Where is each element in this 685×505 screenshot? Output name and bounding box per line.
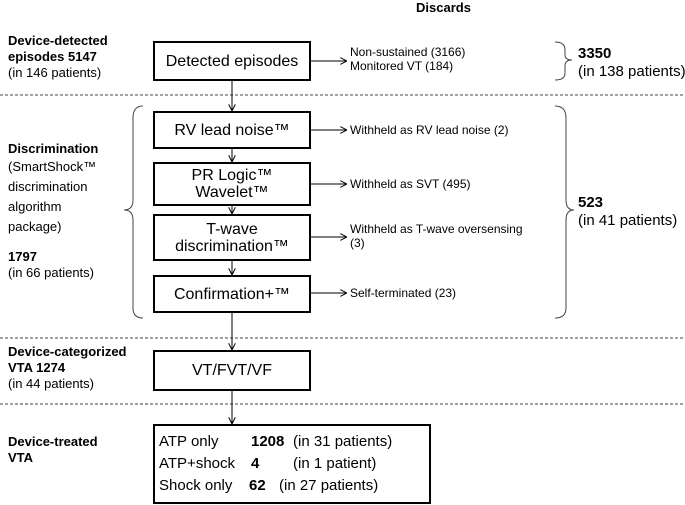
rv-lead-noise-box: RV lead noise™ xyxy=(153,111,311,149)
discard-total-first-sub: (in 138 patients) xyxy=(578,63,685,80)
pr-logic-box: PR Logic™ Wavelet™ xyxy=(153,162,311,206)
stage-discrimination-count-sub: (in 66 patients) xyxy=(8,265,94,280)
stage-detected-label: Device-detected episodes 5147 (in 146 pa… xyxy=(8,33,138,81)
discard-detected: Non-sustained (3166) Monitored VT (184) xyxy=(350,45,466,73)
discard-total-second: 523 (in 41 patients) xyxy=(578,194,677,230)
treatment-label: ATP only xyxy=(159,433,219,450)
detected-episodes-box: Detected episodes xyxy=(153,41,311,81)
treatment-patients: (in 27 patients) xyxy=(279,477,379,494)
right-brace xyxy=(554,105,575,319)
discard-total-first: 3350 (in 138 patients) xyxy=(578,45,685,81)
discards-header: Discards xyxy=(416,0,471,15)
discard-rv-noise: Withheld as RV lead noise (2) xyxy=(350,123,509,137)
treatment-value: 1208 xyxy=(251,433,285,450)
discard-t-wave: Withheld as T-wave oversensing (3) xyxy=(350,222,523,250)
left-brace xyxy=(123,105,144,319)
stage-treated-label: Device-treated VTA xyxy=(8,434,138,466)
discard-total-second-value: 523 xyxy=(578,194,604,211)
treatment-value: 4 xyxy=(251,455,260,472)
treatment-row: ATP only 1208 (in 31 patients) xyxy=(159,431,429,453)
stage-discrimination-label: Discrimination (SmartShock™ discriminati… xyxy=(8,141,130,281)
stage-discrimination-title: Discrimination xyxy=(8,141,99,156)
treatment-value: 62 xyxy=(249,477,266,494)
vt-fvt-vf-box: VT/FVT/VF xyxy=(153,350,311,391)
discard-self-terminated: Self-terminated (23) xyxy=(350,286,457,300)
treatment-row: ATP+shock 4 (in 1 patient) xyxy=(159,453,429,475)
treatment-label: ATP+shock xyxy=(159,455,236,472)
stage-treated-title: Device-treated VTA xyxy=(8,434,98,465)
treatment-box: ATP only 1208 (in 31 patients) ATP+shock… xyxy=(153,424,431,504)
stage-categorized-title: Device-categorized VTA 1274 xyxy=(8,344,127,375)
discard-svt: Withheld as SVT (495) xyxy=(350,177,471,191)
discard-total-second-sub: (in 41 patients) xyxy=(578,212,678,229)
stage-categorized-sub: (in 44 patients) xyxy=(8,376,94,391)
stage-discrimination-count: 1797 xyxy=(8,249,37,264)
discard-total-first-value: 3350 xyxy=(578,45,612,62)
confirmation-box: Confirmation+™ xyxy=(153,275,311,313)
stage-detected-sub: (in 146 patients) xyxy=(8,65,102,80)
treatment-patients: (in 1 patient) xyxy=(293,455,377,472)
treatment-patients: (in 31 patients) xyxy=(293,433,393,450)
treatment-row: Shock only 62 (in 27 patients) xyxy=(159,475,429,497)
right-brace xyxy=(554,41,573,81)
t-wave-box: T-wave discrimination™ xyxy=(153,214,311,261)
stage-categorized-label: Device-categorized VTA 1274 (in 44 patie… xyxy=(8,344,143,392)
treatment-label: Shock only xyxy=(159,477,233,494)
stage-detected-title: Device-detected episodes 5147 xyxy=(8,33,108,64)
stage-discrimination-sub: (SmartShock™ discrimination algorithm pa… xyxy=(8,159,97,234)
